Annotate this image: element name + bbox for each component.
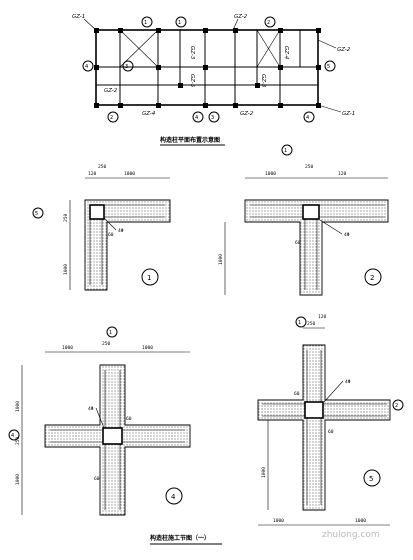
svg-text:60: 60	[328, 429, 334, 435]
svg-text:4Φ: 4Φ	[345, 379, 351, 385]
gz-tag-inner-3: GZ-3	[189, 46, 195, 60]
gz-tag-inner-5: GZ-5	[189, 74, 195, 88]
svg-text:1000: 1000	[218, 254, 224, 265]
svg-text:1000: 1000	[63, 264, 69, 275]
svg-text:4: 4	[195, 115, 198, 121]
gz-tag-right-upper: GZ-2	[337, 47, 351, 53]
svg-text:250: 250	[98, 164, 107, 170]
svg-text:1000: 1000	[261, 467, 267, 478]
svg-text:1000: 1000	[15, 474, 21, 485]
bottom-title: 构造柱施工节图（一）	[150, 534, 210, 542]
gz-tag-top-left: GZ-1	[72, 14, 85, 20]
svg-text:2: 2	[267, 20, 270, 26]
svg-text:4: 4	[11, 433, 14, 439]
svg-text:1000: 1000	[355, 518, 366, 524]
svg-text:5: 5	[327, 64, 330, 70]
detail-1: 120 250 1000 1000 250 60 4Φ 5 1	[32, 164, 171, 291]
svg-text:5: 5	[369, 475, 373, 483]
svg-text:1: 1	[109, 330, 112, 336]
svg-text:1000: 1000	[273, 518, 284, 524]
svg-text:5: 5	[35, 211, 38, 217]
svg-text:250: 250	[307, 321, 316, 327]
svg-text:1: 1	[144, 20, 147, 26]
gz-tag-inner-4: GZ-4	[283, 46, 289, 60]
svg-text:4Φ: 4Φ	[344, 232, 350, 238]
detail-4-marker	[165, 487, 183, 505]
detail-2-marker	[364, 268, 382, 286]
detail-1-marker	[141, 268, 159, 286]
svg-text:1000: 1000	[265, 171, 276, 177]
plan-view: GZ-1 GZ-2 GZ-2 GZ-2 GZ-4 GZ-2 GZ-1 GZ-3 …	[72, 14, 355, 146]
gz-tag-bottom-left: GZ-4	[142, 111, 156, 117]
detail-4: 1000 250 1000 1000 250 1000 4Φ 60 60 1 4…	[8, 326, 191, 516]
svg-text:2: 2	[395, 403, 398, 409]
svg-text:250: 250	[102, 341, 111, 347]
svg-text:3: 3	[125, 64, 128, 70]
svg-text:120: 120	[338, 171, 347, 177]
svg-text:4Φ: 4Φ	[118, 228, 124, 234]
svg-text:1: 1	[178, 20, 181, 26]
detail-5: 250 120 1000 4Φ 60 60 1 2 1000 1000 5	[257, 314, 404, 526]
svg-text:2: 2	[370, 274, 374, 282]
svg-text:120: 120	[88, 171, 97, 177]
svg-text:4: 4	[171, 493, 176, 501]
svg-text:250: 250	[15, 436, 21, 445]
svg-text:60: 60	[108, 232, 114, 238]
gz-tag-inner-3b: GZ-3	[260, 74, 266, 88]
svg-text:1: 1	[284, 148, 287, 154]
svg-text:60: 60	[294, 391, 300, 397]
plan-columns	[94, 28, 321, 108]
detail-2: 1000 250 120 1000 60 4Φ 1 2	[218, 144, 389, 296]
svg-text:60: 60	[295, 240, 301, 246]
gz-tag-left-mid: GZ-2	[104, 88, 118, 94]
svg-text:60: 60	[94, 476, 100, 482]
svg-text:4: 4	[85, 64, 88, 70]
svg-text:3: 3	[211, 115, 214, 121]
watermark: zhulong.com	[322, 530, 380, 540]
svg-text:1000: 1000	[62, 345, 73, 351]
svg-text:2: 2	[110, 115, 113, 121]
svg-text:120: 120	[318, 314, 327, 320]
svg-text:250: 250	[63, 213, 69, 222]
svg-text:4: 4	[306, 115, 309, 121]
svg-text:1: 1	[298, 320, 301, 326]
svg-text:1: 1	[147, 274, 151, 282]
svg-text:1000: 1000	[15, 401, 21, 412]
gz-tag-bottom-mid: GZ-2	[240, 111, 254, 117]
svg-text:1000: 1000	[124, 171, 135, 177]
detail-5-marker	[363, 469, 381, 487]
svg-text:1000: 1000	[142, 345, 153, 351]
plan-bubbles: 1 1 2 4 3 5 2 4 3 4	[82, 16, 336, 123]
svg-text:250: 250	[305, 164, 314, 170]
svg-text:4Φ: 4Φ	[88, 406, 94, 412]
svg-text:60: 60	[126, 416, 132, 422]
gz-tag-bottom-right: GZ-1	[342, 111, 355, 117]
plan-title: 构造柱平面布置示意图	[160, 136, 220, 144]
gz-tag-top-mid: GZ-2	[234, 14, 248, 20]
